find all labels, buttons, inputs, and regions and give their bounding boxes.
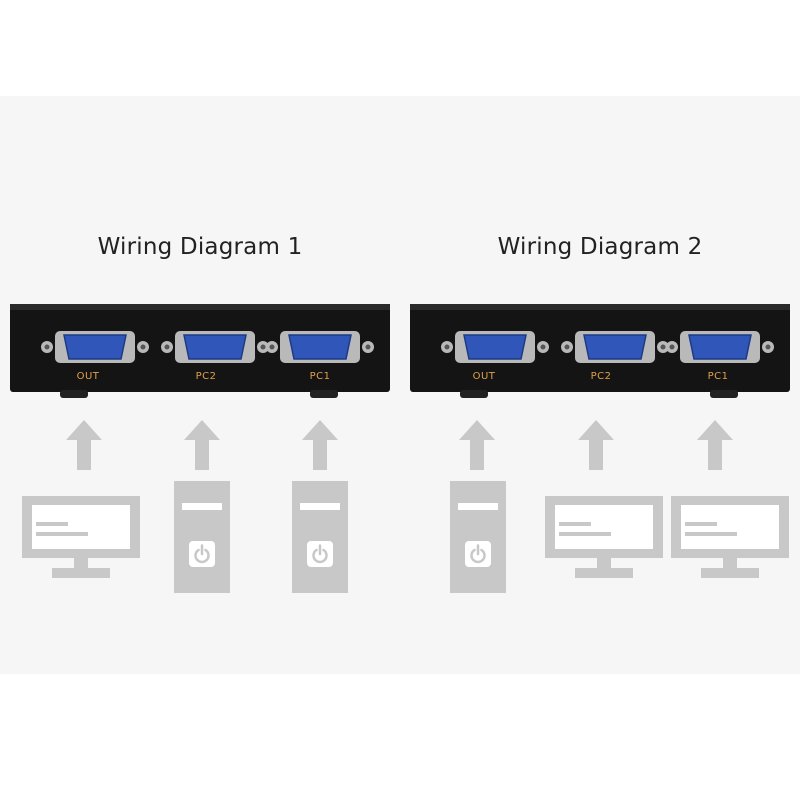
port-label-out: OUT xyxy=(76,371,100,382)
pc-tower-icon xyxy=(174,481,230,593)
arrow-up-icon xyxy=(697,420,733,470)
vga-port-pc2 xyxy=(161,331,269,363)
pc-tower-icon xyxy=(450,481,506,593)
vga-port-pc2 xyxy=(561,331,669,363)
arrow-up-icon xyxy=(184,420,220,470)
vga-port-pc1 xyxy=(666,331,774,363)
monitor-icon xyxy=(22,496,140,578)
vga-port-out xyxy=(441,331,549,363)
vga-switch-box xyxy=(410,304,790,398)
arrow-up-icon xyxy=(578,420,614,470)
arrow-up-icon xyxy=(302,420,338,470)
wiring-diagram-1: Wiring Diagram 1 OUT PC2 PC1 xyxy=(10,234,390,593)
monitor-icon xyxy=(671,496,789,578)
diagram-title: Wiring Diagram 2 xyxy=(497,234,703,260)
vga-port-out xyxy=(41,331,149,363)
vga-switch-box xyxy=(10,304,390,398)
pc-tower-icon xyxy=(292,481,348,593)
diagram-title: Wiring Diagram 1 xyxy=(97,234,303,260)
port-label-pc2: PC2 xyxy=(195,371,217,382)
arrow-up-icon xyxy=(66,420,102,470)
port-label-pc1: PC1 xyxy=(309,371,331,382)
monitor-icon xyxy=(545,496,663,578)
port-label-out: OUT xyxy=(472,371,496,382)
arrow-up-icon xyxy=(459,420,495,470)
vga-port-pc1 xyxy=(266,331,374,363)
wiring-diagram-2: Wiring Diagram 2 OUT PC2 PC1 xyxy=(400,0,800,800)
port-label-pc2: PC2 xyxy=(590,371,612,382)
port-label-pc1: PC1 xyxy=(707,371,729,382)
